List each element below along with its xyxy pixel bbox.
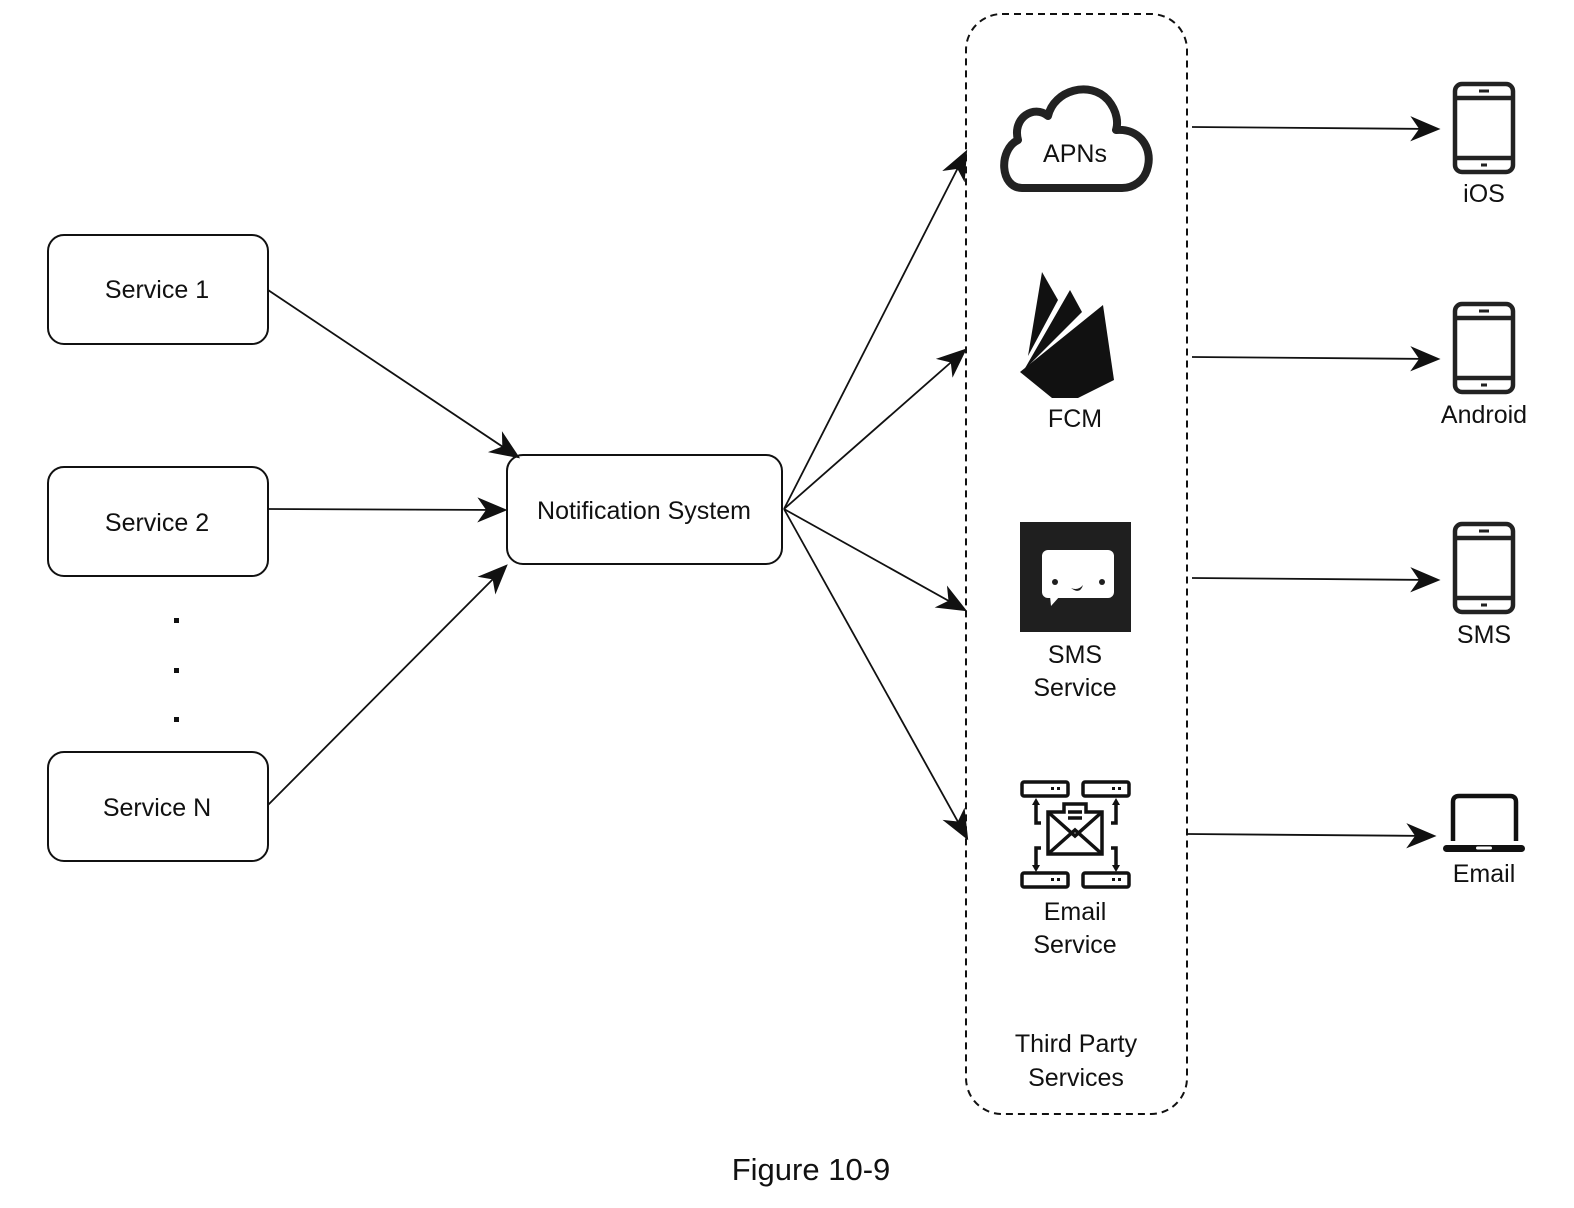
third-party-label-line1: Third Party [1015,1030,1138,1058]
ellipsis-dot [174,618,179,623]
sms-label: SMS [1457,621,1511,649]
android-label: Android [1441,401,1527,429]
fcm-node[interactable]: FCM [1020,272,1114,433]
chat-bubble-icon [1020,522,1131,632]
email-server-dots [1032,787,1121,881]
notification-system-node[interactable]: Notification System [506,454,783,565]
ellipsis-dot [174,717,179,722]
ellipsis-dots [174,618,179,722]
ellipsis-dot [174,668,179,673]
email-server-icon [1020,780,1131,889]
phone-icon [1452,521,1516,615]
device-ios[interactable]: iOS [1452,81,1516,208]
service-n-node[interactable]: Service N [47,751,269,862]
edge-notification-to-fcm [783,348,967,510]
edge-fcm-to-android [1191,346,1441,372]
email-label: Email [1453,860,1516,888]
edge-notification-to-email-service [783,508,969,841]
laptop-icon [1443,793,1525,852]
third-party-label-line2: Services [1028,1064,1124,1092]
edge-notification-to-sms-service [783,508,968,612]
apns-node[interactable]: APNs [1000,85,1153,192]
edge-apns-to-ios [1191,116,1441,142]
figure-caption: Figure 10-9 [732,1152,891,1187]
sms-service-label-line2: Service [1033,674,1116,702]
service-2-label: Service 2 [105,509,209,537]
email-service-label-line1: Email [1044,898,1107,926]
fcm-label: FCM [1048,405,1102,433]
service-1-label: Service 1 [105,276,209,304]
edge-servicen-to-notification [267,564,508,806]
sms-service-node[interactable]: SMS Service [1020,522,1131,702]
device-email[interactable]: Email [1443,793,1525,888]
service-n-label: Service N [103,794,211,822]
edge-service1-to-notification [267,289,521,459]
cloud-icon [1000,85,1153,192]
third-party-container [965,13,1188,1115]
edge-notification-to-apns [783,149,968,510]
phone-icon [1452,81,1516,175]
sms-service-label-line1: SMS [1048,641,1102,669]
firebase-icon [1020,272,1114,398]
phone-icon [1452,301,1516,395]
edge-email-service-to-email [1187,823,1437,849]
device-android[interactable]: Android [1441,301,1527,429]
edge-service2-to-notification [267,497,508,523]
edge-sms-service-to-sms [1191,567,1441,593]
ios-label: iOS [1463,180,1505,208]
third-party-services-group: Third Party Services [965,13,1188,1115]
apns-label: APNs [1043,140,1107,168]
email-service-label-line2: Service [1033,931,1116,959]
device-sms[interactable]: SMS [1452,521,1516,649]
service-2-node[interactable]: Service 2 [47,466,269,577]
email-service-node[interactable]: Email Service [1020,780,1131,959]
notification-system-label: Notification System [537,497,751,525]
service-1-node[interactable]: Service 1 [47,234,269,345]
